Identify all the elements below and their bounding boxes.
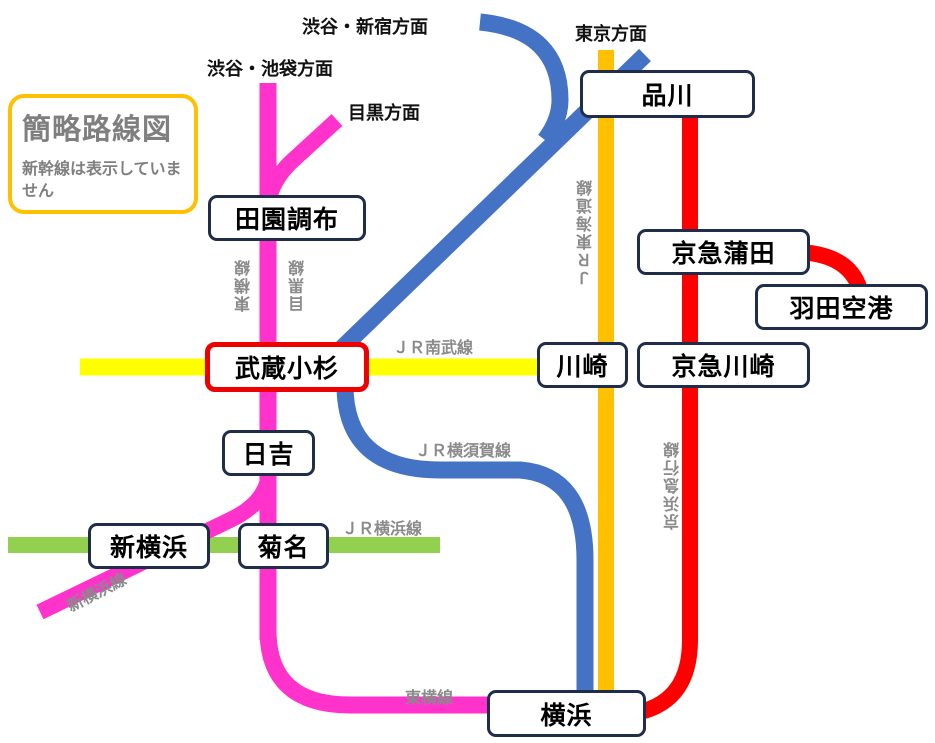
label-toyoko-bottom: 東横線: [405, 688, 454, 707]
yokosuka-shinjuku-branch[interactable]: [478, 13, 569, 146]
direction-tokyo: 東京方面: [575, 24, 647, 45]
station-hiyoshi[interactable]: 日吉: [222, 430, 315, 476]
station-yokohama[interactable]: 横浜: [487, 690, 646, 737]
legend-box: 簡略路線図 新幹線は表示していません: [8, 94, 198, 214]
station-denenchofu[interactable]: 田園調布: [208, 195, 366, 241]
station-keikyu-kamata[interactable]: 京急蒲田: [637, 229, 810, 275]
label-yokohama-line: ＪＲ横浜線: [342, 519, 423, 538]
toyoko-bottom[interactable]: [259, 629, 495, 714]
station-haneda-airport[interactable]: 羽田空港: [755, 284, 928, 330]
direction-meguro: 目黒方面: [348, 103, 420, 124]
label-keikyu: 京浜急行線: [663, 440, 682, 530]
station-musashikosugi[interactable]: 武蔵小杉: [205, 342, 369, 392]
label-tokaido: ＪＲ東海道線: [576, 178, 595, 286]
direction-shibuya-shinjuku: 渋谷・新宿方面: [302, 17, 428, 38]
label-meguro-vertical: 目黒線: [288, 258, 307, 312]
yokosuka-south[interactable]: [336, 384, 594, 700]
station-kawasaki[interactable]: 川崎: [537, 342, 628, 388]
label-yokosuka: ＪＲ横須賀線: [415, 441, 512, 460]
shinyokohama-line[interactable]: [36, 477, 276, 620]
station-shinagawa[interactable]: 品川: [580, 70, 755, 118]
keikyu-line[interactable]: [637, 110, 698, 720]
label-nambu: ＪＲ南武線: [393, 338, 474, 357]
legend-note: 新幹線は表示していません: [22, 159, 182, 200]
meguro-branch[interactable]: [262, 114, 343, 198]
direction-shibuya-ikebukuro: 渋谷・池袋方面: [207, 59, 333, 80]
label-toyoko-vertical: 東横線: [234, 258, 253, 312]
station-shinyokohama[interactable]: 新横浜: [88, 523, 210, 569]
legend-title: 簡略路線図: [22, 112, 173, 146]
station-kikuna[interactable]: 菊名: [238, 523, 329, 569]
station-keikyu-kawasaki[interactable]: 京急川崎: [637, 342, 810, 388]
